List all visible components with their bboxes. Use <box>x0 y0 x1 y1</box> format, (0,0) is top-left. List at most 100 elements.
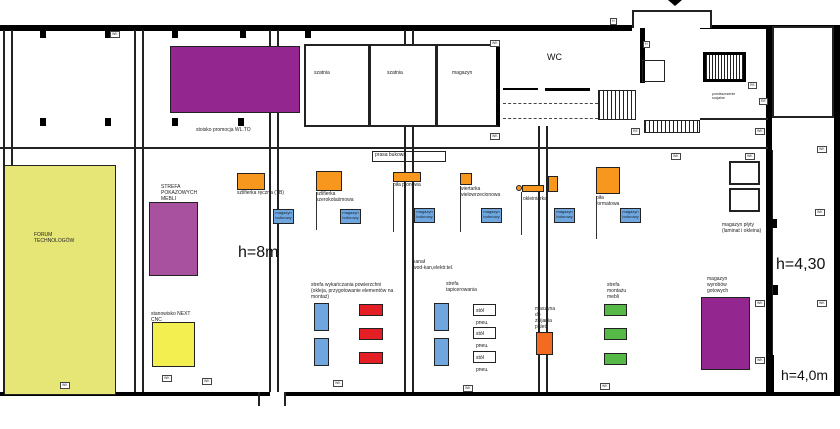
pillar <box>172 118 178 126</box>
buffer-storage[interactable]: magazyn buforowy <box>554 208 575 223</box>
grid-line <box>0 147 768 149</box>
promo-stand[interactable] <box>170 46 300 113</box>
grid-line <box>700 118 768 120</box>
stair-wall <box>640 28 645 83</box>
pillar <box>40 118 46 126</box>
leader-line <box>393 183 394 232</box>
forum-technologow-label: FORUM TECHNOLOGÓW <box>34 232 75 244</box>
pillar <box>238 118 244 126</box>
buffer-storage[interactable]: magazyn buforowy <box>273 209 294 224</box>
room-szatnia-2[interactable] <box>369 44 437 127</box>
pillar <box>767 219 777 228</box>
tag-wk: WK <box>490 40 500 47</box>
montazu-label: strefa montażu mebli <box>607 282 627 300</box>
next-cnc-label: stanowisko NEXT CNC <box>151 311 191 323</box>
okleiniarka-roller <box>516 185 522 191</box>
machine-pila-formatowa[interactable] <box>596 167 620 194</box>
south-door[interactable] <box>258 392 286 406</box>
machine-pila-pionowa[interactable] <box>393 172 421 182</box>
buffer-storage[interactable]: magazyn buforowy <box>340 209 361 224</box>
south-stairs <box>644 120 700 133</box>
machine-okleiniarka[interactable] <box>522 185 544 192</box>
tag-wk: WK <box>333 380 343 387</box>
tag-wk: WK <box>600 383 610 390</box>
promo-stand-label: stoisko promocja WL.TO <box>196 127 251 133</box>
forum-technologow-zone[interactable] <box>4 165 116 395</box>
buffer-storage-vertical[interactable] <box>314 303 329 331</box>
buffer-storage-vertical[interactable] <box>314 338 329 366</box>
grid-line <box>134 30 136 392</box>
wc-partition <box>503 88 538 90</box>
corner-wall <box>768 355 774 395</box>
tag-wk: WK <box>490 133 500 140</box>
magazyn-plyty-label: magazyn płyty (laminat i okleina) <box>722 222 762 234</box>
pillar <box>305 30 311 38</box>
north-wall <box>0 25 632 31</box>
room-magazyn-label: magazyn <box>452 70 473 76</box>
buffer-storage-vertical[interactable] <box>434 303 449 331</box>
room-magazyn[interactable] <box>436 44 500 127</box>
machine-szlifierka-reczna[interactable] <box>237 173 265 190</box>
machine-pila-formatowa-label: piła formatowa <box>596 195 620 207</box>
kanal-label: kanał wod-kan,elektr.tel. <box>413 259 454 271</box>
machine-okleiniarka-unit[interactable] <box>548 176 558 192</box>
tag-wk: WK <box>110 31 120 38</box>
magazyn-plyty-bay[interactable] <box>729 188 760 212</box>
pillar <box>240 30 246 38</box>
buffer-storage[interactable]: magazyn buforowy <box>620 208 641 223</box>
tag-wk: WK <box>817 146 827 153</box>
machine-wiertarka-label: wiertarka wielowrzecionowa <box>460 186 501 198</box>
tag-wk: WK <box>755 128 765 135</box>
pallet-machine[interactable] <box>536 332 553 355</box>
next-cnc-zone[interactable] <box>152 322 195 367</box>
tag-wk: WK <box>745 153 755 160</box>
pillar <box>768 285 778 295</box>
strefa-pokazowa-zone[interactable] <box>149 202 198 276</box>
tag-wk: WK <box>202 378 212 385</box>
pneumatic-table[interactable]: stół pneu. <box>473 304 496 326</box>
pneumatic-table[interactable]: stół pneu. <box>473 351 496 373</box>
finishing-table[interactable] <box>359 352 383 364</box>
south-wall-left <box>0 392 270 396</box>
room-szatnia-1[interactable] <box>304 44 370 127</box>
tag-wk: WK <box>162 375 172 382</box>
machine-szlifierka-szerokotasmowa[interactable] <box>316 171 342 191</box>
grid-line <box>412 30 414 392</box>
buffer-storage[interactable]: magazyn buforowy <box>481 208 502 223</box>
assembly-table[interactable] <box>604 328 627 340</box>
magazyn-wyrobow-zone[interactable] <box>701 297 750 370</box>
assembly-table[interactable] <box>604 304 627 316</box>
lift-box <box>642 60 665 82</box>
machine-szlifierka-reczna-label: szlifierka ręczna (TB) <box>237 190 284 196</box>
room-east-annex[interactable] <box>772 26 834 118</box>
magazyn-plyty-bay[interactable] <box>729 161 760 185</box>
grid-line <box>546 126 548 392</box>
finishing-table[interactable] <box>359 304 383 316</box>
leader-line <box>460 186 461 232</box>
stair-well <box>703 52 746 82</box>
tag-wk: WK <box>755 300 765 307</box>
finishing-table[interactable] <box>359 328 383 340</box>
grid-line <box>538 126 540 392</box>
tag-wk: WK <box>817 300 827 307</box>
room-szatnia-1-label: szatnia <box>314 70 330 76</box>
tag-h: H <box>610 18 617 25</box>
assembly-table[interactable] <box>604 353 627 365</box>
tag-wk: WK <box>755 357 765 364</box>
room-wc-label: WC <box>547 52 562 62</box>
machine-wiertarka[interactable] <box>460 173 472 185</box>
buffer-storage-vertical[interactable] <box>434 338 449 366</box>
wykanczanie-label: strefa wykańczania powierzchni (okleja, … <box>311 282 394 300</box>
leader-line <box>316 192 317 230</box>
tag-wk: WK <box>815 209 825 216</box>
tag-re: RE <box>748 82 757 89</box>
grid-line <box>142 30 144 392</box>
staircase <box>598 90 636 120</box>
tag-re: RE <box>631 128 640 135</box>
machine-pila-pionowa-label: piła pionowa <box>393 182 421 188</box>
east-wall <box>766 25 772 395</box>
height-main: h=8m <box>238 244 279 261</box>
tag-wk: WK <box>60 382 70 389</box>
pneumatic-table[interactable]: stół pneu. <box>473 327 496 349</box>
buffer-storage[interactable]: magazyn buforowy <box>414 208 435 223</box>
